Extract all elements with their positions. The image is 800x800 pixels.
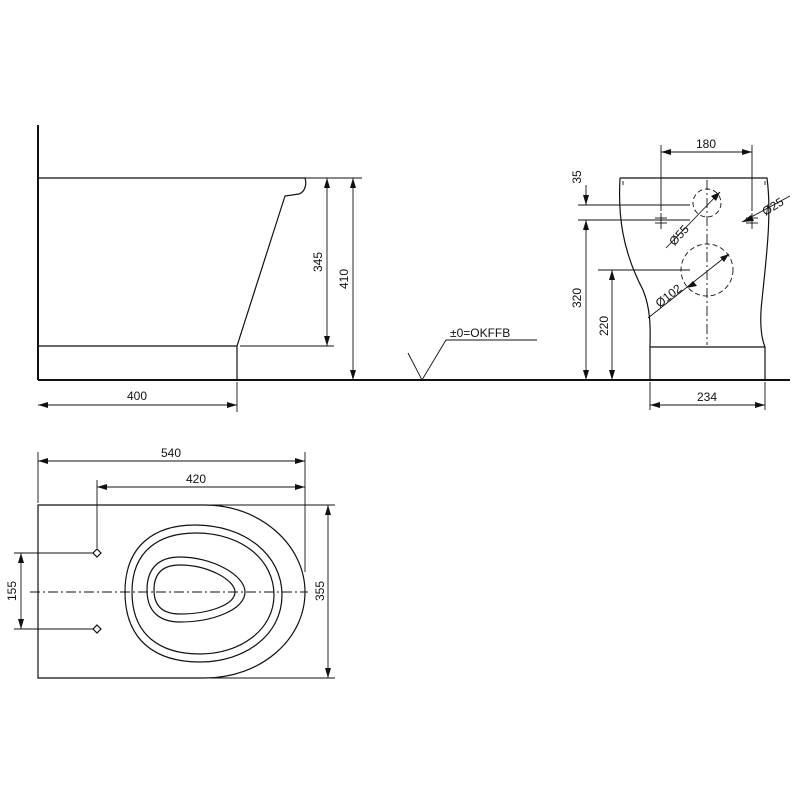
dim-155-label: 155 [5,581,19,601]
top-view-outline [37,504,306,679]
dia-25-label: Ø25 [760,194,787,218]
front-view: 180 35 320 220 Ø55 Ø25 Ø102 2 [570,137,791,410]
dim-355-label: 355 [313,581,327,601]
dim-180-label: 180 [696,137,716,151]
top-view: 540 420 155 355 [5,446,335,679]
bowl-opening-inner [153,564,236,615]
dim-35-label: 35 [570,170,584,184]
side-view-outline [38,177,307,347]
leader-55 [665,191,721,249]
mounting-hole-top [92,548,102,558]
front-view-outline [618,177,770,380]
drain-circle-55 [692,188,722,218]
dim-220-label: 220 [597,316,611,336]
dia-55-label: Ø55 [666,222,692,248]
dim-540-label: 540 [161,446,181,460]
dim-234-label: 234 [697,390,717,404]
mounting-hole-bottom [92,624,102,634]
dim-420-label: 420 [186,472,206,486]
floor-level-symbol [407,339,537,381]
dim-320-label: 320 [570,288,584,308]
bowl-opening-outer [146,556,246,623]
dim-410-label: 410 [337,269,351,289]
bowl-rim-outer [124,524,283,663]
bowl-rim-inner [131,532,275,655]
dim-400-label: 400 [127,389,147,403]
dia-102-label: Ø102 [653,281,685,310]
floor-level-marker: ±0=OKFFB [407,326,537,381]
dim-345-label: 345 [311,252,325,272]
floor-level-label: ±0=OKFFB [450,326,510,340]
ground-and-wall [37,125,790,381]
connection-marker-left [655,213,667,229]
side-view: 400 345 410 [38,177,362,412]
